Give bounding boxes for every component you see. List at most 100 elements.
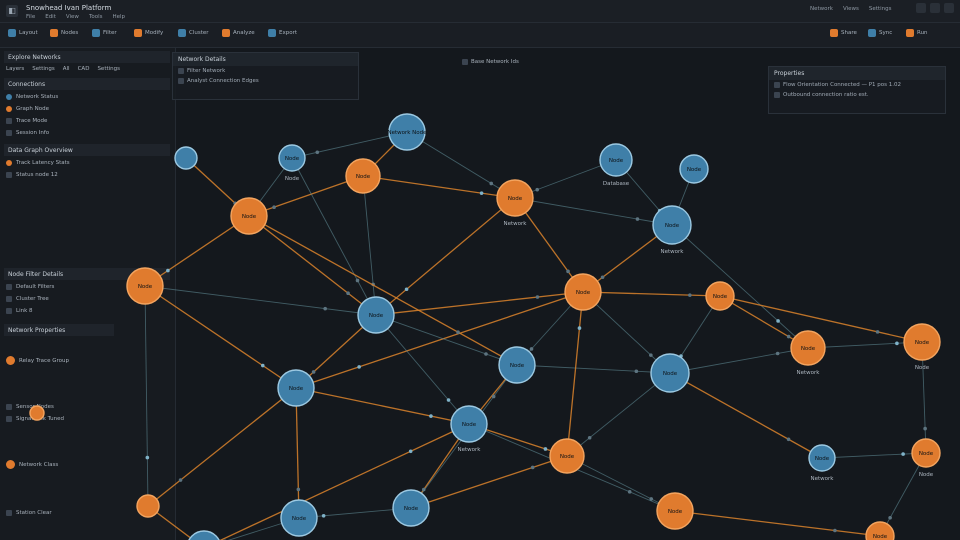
sidebar-item-station-clear[interactable]: Station Clear	[6, 510, 52, 516]
graph-node-circle[interactable]	[277, 369, 315, 407]
sidebar-item-relay[interactable]: Relay Trace Group	[6, 356, 69, 365]
graph-node-circle[interactable]	[174, 146, 198, 170]
graph-node-circle[interactable]	[388, 113, 426, 151]
graph-node[interactable]: Node	[345, 158, 381, 194]
tb-modify[interactable]: Modify	[134, 29, 163, 37]
graph-node[interactable]: Node	[357, 296, 395, 334]
sidebar-item-graph-node[interactable]: Graph Node	[6, 106, 49, 112]
title-right-network[interactable]: Network	[810, 6, 833, 12]
menu-help[interactable]: Help	[112, 14, 126, 20]
graph-node[interactable]: Node	[903, 323, 941, 361]
menu-file[interactable]: File	[26, 14, 36, 20]
graph-node[interactable]: Node	[865, 521, 895, 540]
graph-node[interactable]: Node	[652, 205, 692, 245]
network-details-row[interactable]: Filter Network	[173, 66, 358, 76]
graph-node-circle[interactable]	[280, 499, 318, 537]
tb-nodes[interactable]: Nodes	[50, 29, 78, 37]
graph-node[interactable]: Node	[650, 353, 690, 393]
menu-edit[interactable]: Edit	[45, 14, 56, 20]
graph-node-circle[interactable]	[903, 323, 941, 361]
graph-node-circle[interactable]	[679, 154, 709, 184]
graph-node[interactable]: Node	[126, 267, 164, 305]
sidebar-tab-settings[interactable]: Settings	[32, 66, 55, 72]
graph-node[interactable]: Node	[808, 444, 836, 472]
graph-node[interactable]: Network Node	[387, 113, 427, 151]
tb-run[interactable]: Run	[906, 29, 928, 37]
graph-node-circle[interactable]	[564, 273, 602, 311]
graph-node[interactable]: Node	[599, 143, 633, 177]
title-right-settings[interactable]: Settings	[868, 6, 892, 12]
graph-node-circle[interactable]	[656, 492, 694, 530]
sidebar-tab-cad[interactable]: CAD	[77, 66, 90, 72]
section-node-filter-title[interactable]: Node Filter Details	[4, 268, 170, 280]
graph-node-circle[interactable]	[345, 158, 381, 194]
graph-node-circle[interactable]	[705, 281, 735, 311]
sidebar-item-network-class[interactable]: Network Class	[6, 460, 58, 469]
graph-node[interactable]: Node	[705, 281, 735, 311]
graph-node[interactable]: Node	[278, 144, 306, 172]
graph-node[interactable]: Node	[187, 530, 221, 540]
sidebar-item-network-status[interactable]: Network Status	[6, 94, 58, 100]
menu-view[interactable]: View	[65, 14, 79, 20]
minimize-icon[interactable]	[916, 3, 926, 13]
close-icon[interactable]	[944, 3, 954, 13]
graph-node-circle[interactable]	[599, 143, 633, 177]
graph-node[interactable]: Node	[911, 438, 941, 468]
maximize-icon[interactable]	[930, 3, 940, 13]
sidebar-tab-layers[interactable]: Layers	[6, 66, 25, 72]
graph-node-circle[interactable]	[126, 267, 164, 305]
sidebar-item-cluster-tree[interactable]: Cluster Tree	[6, 296, 49, 302]
section-data-graph-title[interactable]: Data Graph Overview	[4, 144, 170, 156]
graph-node-circle[interactable]	[357, 296, 395, 334]
sidebar-item-link[interactable]: Link 8	[6, 308, 33, 314]
graph-node[interactable]	[136, 494, 160, 518]
graph-node-circle[interactable]	[650, 353, 690, 393]
title-right-views[interactable]: Views	[842, 6, 859, 12]
graph-node[interactable]: Node	[656, 492, 694, 530]
graph-node-circle[interactable]	[187, 530, 221, 540]
tb-analyze[interactable]: Analyze	[222, 29, 255, 37]
network-graph-canvas[interactable]: Network NodeNodeNodeNodeNodeNodeNodeNode…	[0, 48, 960, 540]
graph-node-circle[interactable]	[549, 438, 585, 474]
graph-node-circle[interactable]	[865, 521, 895, 540]
sidebar-item-default-filters[interactable]: Default Filters	[6, 284, 54, 290]
tb-cluster[interactable]: Cluster	[178, 29, 209, 37]
section-connections-title[interactable]: Connections	[4, 78, 170, 90]
sidebar-item-trace-mode[interactable]: Trace Mode	[6, 118, 47, 124]
tb-share[interactable]: Share	[830, 29, 857, 37]
graph-node[interactable]: Node	[549, 438, 585, 474]
properties-row[interactable]: Flow Orientation Connected — P1 pos 1.02	[769, 80, 945, 90]
sidebar-tab-all[interactable]: All	[62, 66, 70, 72]
graph-node[interactable]: Node	[790, 330, 826, 366]
graph-node-circle[interactable]	[790, 330, 826, 366]
tb-sync[interactable]: Sync	[868, 29, 892, 37]
tb-export[interactable]: Export	[268, 29, 297, 37]
graph-node[interactable]	[174, 146, 198, 170]
sidebar-tab-settings-2[interactable]: Settings	[97, 66, 120, 72]
sidebar-item-session-info[interactable]: Session Info	[6, 130, 49, 136]
graph-node[interactable]: Node	[564, 273, 602, 311]
graph-node[interactable]: Node	[498, 346, 536, 384]
graph-node-circle[interactable]	[808, 444, 836, 472]
graph-node[interactable]: Node	[679, 154, 709, 184]
tb-filter[interactable]: Filter	[92, 29, 117, 37]
graph-node-circle[interactable]	[652, 205, 692, 245]
properties-row[interactable]: Outbound connection ratio est.	[769, 90, 945, 100]
graph-node-circle[interactable]	[450, 405, 488, 443]
graph-node-circle[interactable]	[278, 144, 306, 172]
network-details-row[interactable]: Analyst Connection Edges	[173, 76, 358, 86]
graph-node-circle[interactable]	[136, 494, 160, 518]
graph-node[interactable]: Node	[392, 489, 430, 527]
menu-tools[interactable]: Tools	[88, 14, 103, 20]
graph-node[interactable]	[29, 405, 45, 421]
graph-node[interactable]: Node	[280, 499, 318, 537]
graph-node[interactable]: Node	[450, 405, 488, 443]
graph-node-circle[interactable]	[496, 179, 534, 217]
graph-node[interactable]: Node	[230, 197, 268, 235]
sidebar-item-latency[interactable]: Track Latency Stats	[6, 160, 70, 166]
graph-node[interactable]: Node	[277, 369, 315, 407]
section-network-props-title[interactable]: Network Properties	[4, 324, 114, 336]
graph-node-circle[interactable]	[911, 438, 941, 468]
sidebar-item-status-node[interactable]: Status node 12	[6, 172, 58, 178]
graph-node-circle[interactable]	[498, 346, 536, 384]
